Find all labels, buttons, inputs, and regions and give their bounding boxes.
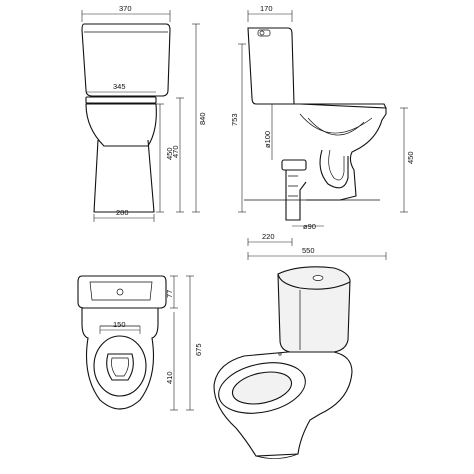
front-pan: [85, 103, 157, 147]
dim-side-depth-550: 550: [302, 246, 315, 255]
plan-view: 150 77 410 675: [77, 275, 203, 411]
side-pan: [258, 103, 387, 201]
plan-flush-button: [116, 288, 124, 296]
dim-side-outlet-dia: ø100: [263, 131, 272, 148]
dim-front-width-345: 345: [113, 82, 126, 91]
dim-side-height-450: 450: [406, 151, 415, 164]
dim-front-height-840: 840: [198, 112, 207, 125]
plan-cistern: [77, 275, 167, 309]
dim-side-depth-170: 170: [260, 4, 273, 13]
dim-side-inlet-dia: ø90: [303, 222, 316, 231]
side-trap: [319, 149, 349, 189]
plan-bowl: [93, 335, 147, 397]
dim-front-base-280: 280: [116, 208, 129, 217]
render-bowl: [231, 371, 293, 405]
front-view: 370 345 280 450 470 840: [81, 4, 207, 222]
render-flush-button: [312, 275, 324, 281]
side-outlet-pipe: [281, 159, 307, 171]
side-view: 170 753 ø100 450 ø90 220 550: [230, 4, 415, 260]
plan-pan: [81, 308, 159, 410]
dim-plan-pan-410: 410: [165, 371, 174, 384]
dim-plan-tank-77: 77: [165, 290, 174, 298]
front-cistern: [81, 23, 171, 97]
dim-side-offset-220: 220: [262, 232, 275, 241]
dim-side-height-753: 753: [230, 113, 239, 126]
dim-plan-total-675: 675: [194, 343, 203, 356]
front-pedestal: [93, 139, 155, 213]
dim-plan-fixing-150: 150: [113, 320, 126, 329]
dim-front-width-370: 370: [119, 4, 132, 13]
front-seat-band: [85, 96, 157, 104]
product-render: [213, 266, 353, 459]
dim-front-height-470: 470: [171, 145, 180, 158]
dim-front-height-450: 450: [165, 147, 174, 160]
side-cistern: [247, 27, 295, 105]
